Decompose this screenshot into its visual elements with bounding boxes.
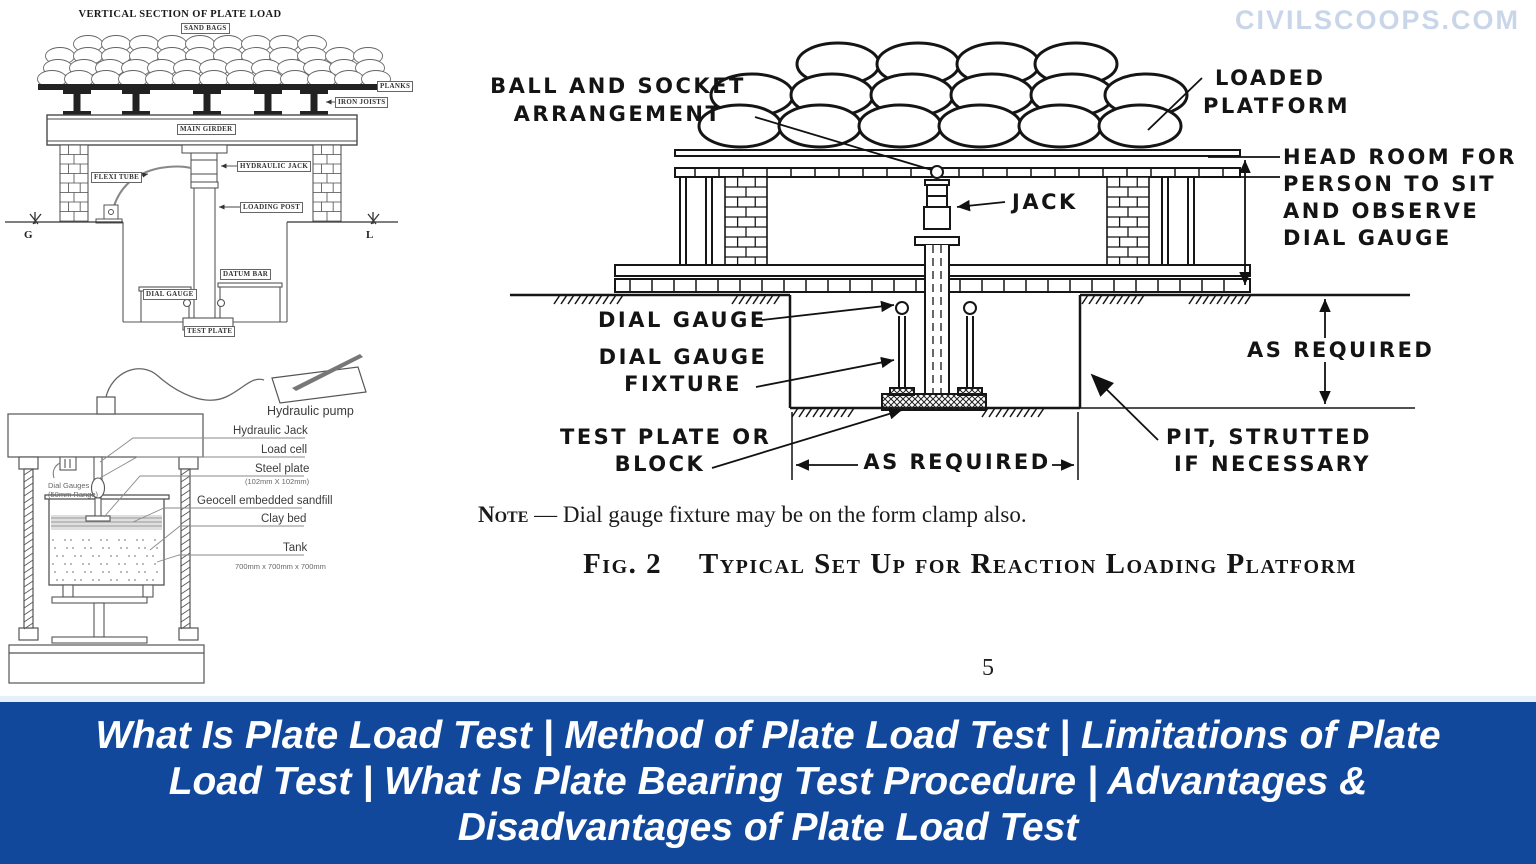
jack-drawing (914, 165, 960, 246)
leader-lines (99, 437, 305, 563)
figure-note: Note — Dial gauge fixture may be on the … (478, 502, 1027, 528)
dial-gauge-label: DIAL GAUGE (598, 308, 767, 332)
figure-caption-number: Fig. 2 (583, 548, 663, 580)
ground-hatching (553, 294, 1252, 418)
jack-loadcell-drawing (59, 456, 111, 522)
dial-gauge-fixture-label-line1: DIAL GAUGE (598, 345, 768, 369)
ground-level-left-label: G (24, 229, 33, 241)
dial-gauge-fixture-label-line2: FIXTURE (624, 372, 742, 396)
vertical-section-diagram (5, 35, 398, 331)
clay-bed-label: Clay bed (261, 513, 307, 525)
flexi-tube-drawing (113, 165, 192, 207)
test-plate-label-line2: BLOCK (614, 452, 706, 476)
lab-setup-diagram (7, 354, 367, 684)
threaded-rods-hatch (23, 468, 191, 630)
vertical-section-title: VERTICAL SECTION OF PLATE LOAD (78, 9, 282, 20)
steel-plate-label: Steel plate (255, 463, 310, 475)
figure-caption: Fig. 2 Typical Set Up for Reaction Loadi… (460, 548, 1480, 581)
planks-label: PLANKS (377, 81, 414, 92)
sandbag-pile-drawing (37, 35, 391, 88)
tank-drawing (44, 494, 170, 586)
fig2-diagram (510, 41, 1415, 480)
hydraulic-jack-label: Hydraulic Jack (233, 425, 308, 437)
geocell-label: Geocell embedded sandfill (197, 495, 333, 507)
head-room-label-line3: AND OBSERVE (1283, 199, 1480, 223)
test-plate-label-line1: TEST PLATE OR (560, 425, 772, 449)
loaded-platform-label-line1: LOADED (1215, 66, 1326, 90)
as-required-horizontal-label: AS REQUIRED (863, 450, 1051, 474)
loading-post-label: LOADING POST (240, 202, 304, 213)
tank-size-label: 700mm x 700mm x 700mm (235, 562, 326, 571)
jack-pedestal-drawing (924, 245, 950, 394)
site-watermark: CIVILSCOOPS.COM (1234, 5, 1520, 35)
page-number: 5 (982, 655, 994, 681)
figure-caption-text: Typical Set Up for Reaction Loading Plat… (698, 548, 1357, 580)
masonry-supports-drawing (59, 144, 342, 223)
title-banner: What Is Plate Load Test | Method of Plat… (0, 702, 1536, 864)
note-label: Note (478, 502, 529, 527)
banner-title-line1: What Is Plate Load Test | Method of Plat… (95, 714, 1441, 757)
hydraulic-pump-drawing (271, 354, 367, 404)
dial-gauge-stands-drawing (889, 301, 983, 396)
ball-socket-label-line1: BALL AND SOCKET (490, 74, 746, 98)
pit-strutted-label-line1: PIT, STRUTTED (1166, 425, 1372, 449)
load-frame-drawing (7, 396, 205, 684)
dial-gauge-wire (52, 462, 61, 479)
flexi-tube-label: FLEXI TUBE (91, 172, 143, 183)
masonry-columns-drawing (724, 176, 1150, 266)
main-girder-label: MAIN GIRDER (177, 124, 236, 135)
load-cell-label: Load cell (261, 444, 308, 456)
planks-drawing (38, 84, 380, 90)
note-text: — Dial gauge fixture may be on the form … (534, 502, 1027, 527)
hose-drawing (105, 368, 265, 401)
as-required-vertical-label: AS REQUIRED (1243, 338, 1432, 362)
ground-level-right-label: L (366, 229, 374, 241)
datum-bar-label: DATUM BAR (220, 269, 272, 280)
test-plate-drawing (881, 393, 987, 411)
pump-drawing (95, 204, 123, 224)
dial-gauge-label: DIAL GAUGE (143, 289, 197, 300)
dial-gauges-range-label: (50mm Range) (48, 490, 99, 499)
iron-joists-drawing (63, 90, 328, 115)
loaded-platform-drawing (674, 149, 1241, 178)
banner-title-line3: Disadvantages of Plate Load Test (457, 806, 1079, 849)
sand-bags-label: SAND BAGS (181, 23, 230, 34)
hydraulic-pump-label: Hydraulic pump (267, 404, 354, 418)
head-room-label-line2: PERSON TO SIT (1283, 172, 1497, 196)
pit-strutted-label-line2: IF NECESSARY (1174, 452, 1371, 476)
test-plate-label: TEST PLATE (184, 326, 236, 337)
ground-line-drawing (5, 212, 398, 225)
leader-lines (711, 77, 1203, 469)
clay-bed-dots (52, 539, 158, 581)
head-room-label-line4: DIAL GAUGE (1283, 226, 1452, 250)
ball-socket-label-line2: ARRANGEMENT (513, 102, 723, 126)
iron-joists-label: IRON JOISTS (335, 97, 389, 108)
tank-label: Tank (283, 542, 308, 554)
dial-gauges-label: Dial Gauges (48, 481, 90, 490)
banner-title-line2: Load Test | What Is Plate Bearing Test P… (168, 760, 1368, 803)
banner-top-strip (0, 696, 1536, 702)
loaded-platform-label-line2: PLATFORM (1203, 94, 1350, 118)
ground-and-pit-drawing (510, 293, 1415, 410)
hydraulic-jack-label: HYDRAULIC JACK (237, 161, 312, 172)
jack-and-post-drawing (190, 152, 219, 319)
jack-label: JACK (1012, 190, 1078, 214)
steel-plate-size-label: (102mm X 102mm) (245, 477, 310, 486)
pedestal-drawing (51, 584, 154, 644)
head-room-label-line1: HEAD ROOM FOR (1283, 145, 1517, 169)
sandbag-pile-drawing (697, 41, 1189, 149)
